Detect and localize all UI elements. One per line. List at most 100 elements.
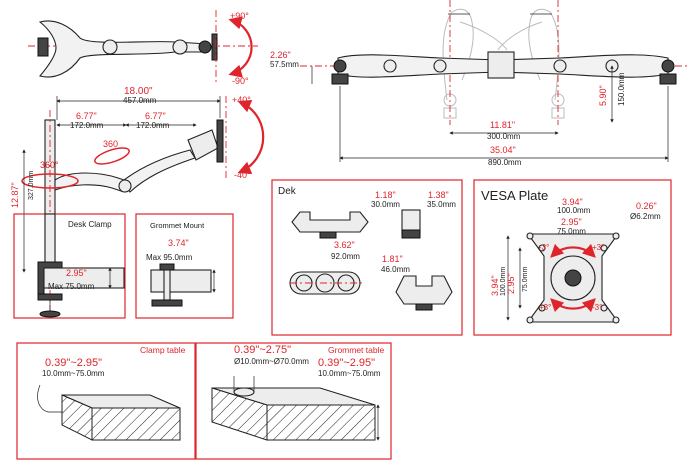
dual-mid-in: 11.81" xyxy=(490,120,515,130)
dek-d-mm: 92.0mm xyxy=(331,252,360,261)
side-tilt-down: -40° xyxy=(234,170,251,180)
dual-end-right xyxy=(661,59,675,73)
side-seg2-mm: 172.0mm xyxy=(136,121,170,130)
vesa-hole-tl xyxy=(526,232,534,240)
side-seg1-mm: 172.0mm xyxy=(70,121,104,130)
vesa-v-outer-in: 3.94" xyxy=(490,275,500,296)
desk-clamp-panel: Desk Clamp 2.95" Max 75.0mm xyxy=(13,213,126,319)
vesa-rot-a: -3° xyxy=(539,243,549,252)
dek-frame xyxy=(271,179,463,336)
grommet-frame xyxy=(135,213,234,319)
vesa-rot-arc-bottom xyxy=(550,298,596,313)
top-angle-up: +90° xyxy=(230,11,249,21)
grommet-depth-in: 3.74" xyxy=(168,238,189,248)
vesa-rot-d: -3° xyxy=(592,303,602,312)
grommet-table-frame xyxy=(195,342,392,460)
vesa-center-hub xyxy=(564,269,582,287)
side-elbow-joint xyxy=(118,179,132,193)
dual-vert-in: 5.90" xyxy=(598,85,608,106)
vesa-hole-in: 0.26" xyxy=(636,201,657,211)
desk-clamp-pole xyxy=(44,213,56,267)
vesa-v-inner-in: 2.95" xyxy=(506,273,516,294)
dual-left-in: 2.26" xyxy=(270,50,291,60)
vesa-inner-in: 2.95" xyxy=(561,217,582,227)
desk-clamp-depth-in: 2.95" xyxy=(66,268,87,278)
top-arm-shape xyxy=(38,20,209,78)
dual-view: 2.26" 57.5mm 5.90" 150.0mm 11.81" 300.0m… xyxy=(270,0,690,167)
vesa-hole-mm: Ø6.2mm xyxy=(630,212,661,221)
dual-clamp-right xyxy=(659,73,677,85)
vesa-frame xyxy=(473,179,672,336)
dual-joint-r1 xyxy=(553,59,567,73)
dek-w1-in: 1.18" xyxy=(375,190,396,200)
grommet-table-title: Grommet table xyxy=(328,345,384,355)
vesa-hole-ibr xyxy=(600,304,608,312)
dek-side-piece-base xyxy=(401,229,421,239)
dek-w2-in: 1.38" xyxy=(428,190,449,200)
clamp-table-panel: Clamp table 0.39"~2.95" 10.0mm~75.0mm xyxy=(16,342,196,460)
side-seg1-in: 6.77" xyxy=(76,111,97,121)
dek-h-in: 1.81" xyxy=(382,254,403,264)
side-rot-a: 360° xyxy=(40,160,59,170)
grommet-table xyxy=(150,269,212,293)
top-swivel-arc xyxy=(228,16,253,78)
top-view: +90° -90° xyxy=(28,10,258,86)
top-angle-down: -90° xyxy=(232,76,249,86)
dual-span-in: 35.04" xyxy=(490,145,516,155)
vesa-hole-itl xyxy=(538,244,546,252)
side-tilt-arc xyxy=(237,100,265,174)
dual-mid-mm: 300.0mm xyxy=(487,132,521,141)
side-vesa-plate xyxy=(216,119,224,163)
top-joint-1 xyxy=(102,39,118,55)
dek-title: Dek xyxy=(278,186,297,197)
dual-joint-l1 xyxy=(383,59,397,73)
side-pole-in: 12.87" xyxy=(10,182,20,208)
dek-w1-mm: 30.0mm xyxy=(371,200,400,209)
grommet-bottom-plate xyxy=(151,299,183,307)
side-tilt-up: +40° xyxy=(232,95,251,105)
dek-w2-mm: 35.0mm xyxy=(427,200,456,209)
clamp-table-range-mm: 10.0mm~75.0mm xyxy=(42,369,105,378)
clamp-table-title: Clamp table xyxy=(140,345,186,355)
dek-part-top xyxy=(291,211,369,233)
dek-h-mm: 46.0mm xyxy=(381,265,410,274)
grommet-max: Max 95.0mm xyxy=(146,253,193,262)
dual-joint-l2 xyxy=(433,59,447,73)
vesa-v-outer-mm: 100.0mm xyxy=(500,267,507,296)
grommet-panel: Grommet Mount 3.74" Max 95.0mm xyxy=(135,213,234,319)
vesa-rot-c: +3° xyxy=(539,303,551,312)
vesa-rot-b: +3° xyxy=(592,243,604,252)
desk-clamp-max: Max 75.0mm xyxy=(48,282,95,291)
vesa-panel: VESA Plate 3.94" 100.0mm 2.95" 75.0mm 0.… xyxy=(473,179,672,336)
top-joint-2 xyxy=(172,39,188,55)
vesa-rot-arc-top xyxy=(550,243,596,258)
dual-center-block xyxy=(487,51,515,79)
grommet-slab-hole xyxy=(233,387,255,397)
top-vesa-edge xyxy=(211,33,218,61)
desk-clamp-knob xyxy=(39,310,61,318)
clamp-table-frame xyxy=(16,342,196,460)
side-arm-upper xyxy=(123,149,196,193)
side-reach-in: 18.00" xyxy=(124,86,153,97)
desk-clamp-lower-jaw xyxy=(37,293,63,301)
grommet-title: Grommet Mount xyxy=(150,221,205,230)
grommet-table-range-in: 0.39"~2.95" xyxy=(318,357,375,369)
side-pole-mm: 327.0mm xyxy=(28,171,35,200)
grommet-slab-front xyxy=(266,404,376,441)
grommet-table-hole-mm: Ø10.0mm~Ø70.0mm xyxy=(234,357,309,366)
side-rotation-ring-1 xyxy=(21,173,79,189)
vesa-v-inner-mm: 75.0mm xyxy=(522,267,529,292)
dual-vert-mm: 150.0mm xyxy=(617,72,626,106)
desk-clamp-title: Desk Clamp xyxy=(68,220,112,229)
dek-part-top-base xyxy=(319,231,337,239)
grommet-bolt xyxy=(163,269,171,301)
desk-clamp-frame xyxy=(13,213,126,319)
clamp-table-range-in: 0.39"~2.95" xyxy=(45,357,102,369)
dek-corner-base xyxy=(415,303,433,311)
dek-corner-piece xyxy=(395,275,453,305)
vesa-outer-mm: 100.0mm xyxy=(557,206,591,215)
vesa-hole-tr xyxy=(612,232,620,240)
dual-end-left xyxy=(333,59,347,73)
side-reach-mm: 457.0mm xyxy=(123,96,157,105)
